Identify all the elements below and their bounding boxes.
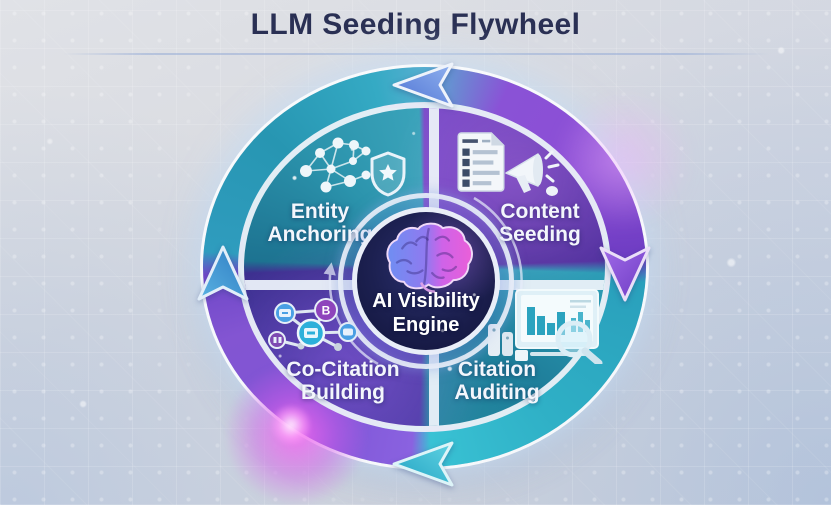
shield-star-icon: [370, 151, 406, 197]
step-label-line1: Entity: [290, 200, 350, 223]
step-label-line1: Content: [500, 200, 580, 223]
step-label-content-seeding: Content Seeding: [455, 200, 625, 246]
step-label-co-citation-building: Co-Citation Building: [258, 358, 428, 404]
step-label-line2: Anchoring: [267, 223, 373, 246]
center-hub: AI Visibility Engine: [352, 207, 500, 355]
step-label-line2: Auditing: [454, 381, 540, 404]
brain-icon: [386, 222, 473, 293]
step-label-line1: Citation: [457, 358, 537, 381]
flywheel-arrow-right-down-icon: [599, 246, 651, 302]
badge-letter: B: [322, 304, 331, 318]
step-label-citation-auditing: Citation Auditing: [415, 358, 579, 404]
flywheel-arrow-bottom-left-icon: [392, 441, 454, 487]
title-underline: [62, 53, 769, 55]
network-graph-icon: [300, 137, 371, 193]
flywheel: Entity Anchoring Content Seeding: [197, 62, 699, 505]
megaphone-icon: [505, 150, 560, 196]
flywheel-arrow-left-up-icon: [197, 245, 249, 301]
analytics-monitor-icon: [488, 289, 603, 364]
step-label-line2: Seeding: [499, 223, 581, 246]
hub-label-line1: AI Visibility: [372, 290, 480, 312]
step-label-line1: Co-Citation: [286, 358, 400, 381]
flywheel-arrow-top-right-icon: [392, 62, 454, 108]
page-title: LLM Seeding Flywheel: [250, 8, 581, 41]
document-icon: [457, 132, 505, 192]
hub-label-line2: Engine: [392, 314, 460, 336]
magnifier-icon: [555, 320, 603, 364]
step-label-line2: Building: [301, 381, 385, 404]
step-label-entity-anchoring: Entity Anchoring: [240, 200, 400, 246]
linked-badges-icon: B: [268, 298, 358, 351]
